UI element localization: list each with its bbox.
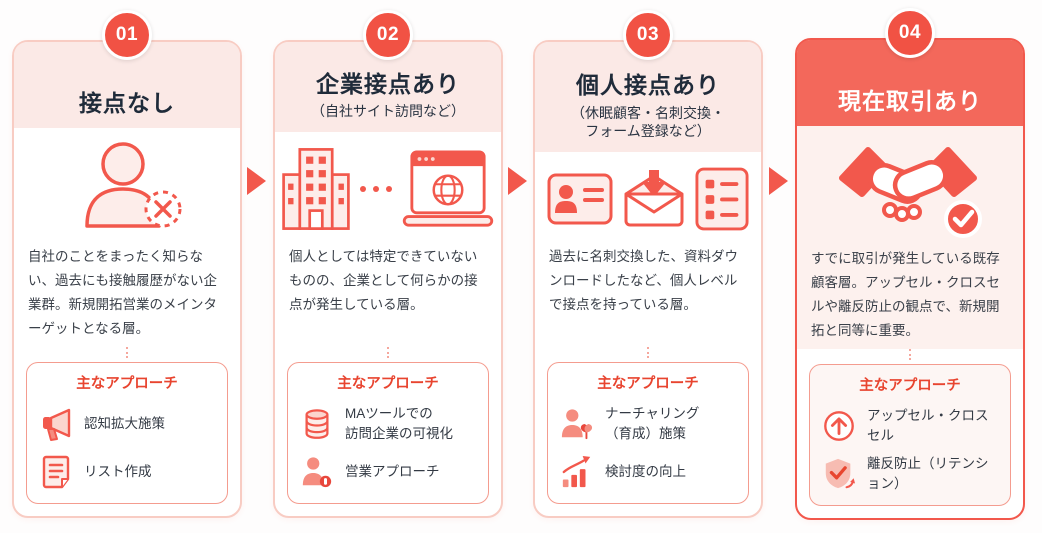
stage-number-badge: 04 xyxy=(885,8,935,58)
approach-box: 主なアプローチ 認知拡大施策 xyxy=(26,362,228,504)
browser-globe-icon xyxy=(402,149,494,227)
approach-box: 主なアプローチ MAツールでの 訪問企業の可視化 xyxy=(287,362,489,504)
card-description: 自社のことをまったく知らない、過去にも接触履歴がない企業群。新規開拓営業のメイン… xyxy=(28,249,217,337)
flow-arrow-icon xyxy=(769,167,788,195)
approach-item: 認知拡大施策 xyxy=(37,400,217,448)
stage-number-badge: 02 xyxy=(363,10,413,60)
card-illustration xyxy=(797,126,1023,247)
approach-item: ナーチャリング （育成）施策 xyxy=(558,400,738,448)
dotted-connector xyxy=(387,347,389,358)
card-title: 個人接点あり xyxy=(576,72,720,99)
flow-arrow-icon xyxy=(508,167,527,195)
card-title: 企業接点あり xyxy=(316,70,460,97)
upsell-arrow-icon xyxy=(820,408,858,444)
list-document-icon xyxy=(37,454,75,490)
card-title: 現在取引あり xyxy=(838,87,982,114)
building-icon xyxy=(282,147,350,230)
approach-box: 主なアプローチ アップセル・クロスセル xyxy=(809,364,1011,506)
approach-box-title: 主なアプローチ xyxy=(597,376,699,392)
approach-item: 離反防止（リテンション） xyxy=(820,450,1000,498)
approach-item: 検討度の向上 xyxy=(558,448,738,496)
approach-box-title: 主なアプローチ xyxy=(337,376,439,392)
approach-label: 営業アプローチ xyxy=(345,464,440,480)
handshake-icon xyxy=(839,146,982,238)
growth-chart-icon xyxy=(558,454,596,490)
shield-check-icon xyxy=(820,456,858,492)
stage-card-existing-customer: 04 現在取引あり すでに取引が発生している既存顧客層。アップセル・クロスセルや… xyxy=(795,8,1025,520)
card-subtitle: （休眠顧客・名刺交換・ フォーム登録など） xyxy=(571,104,725,139)
dotted-connector xyxy=(647,347,649,358)
dotted-connector xyxy=(909,349,911,360)
id-card-icon xyxy=(547,173,613,224)
person-x-icon xyxy=(85,141,182,228)
approach-label: アップセル・クロスセル xyxy=(867,408,989,443)
stage-card-company-contact: 02 企業接点あり （自社サイト訪問など） xyxy=(273,10,503,518)
ellipsis-icon xyxy=(360,185,392,192)
card-illustration xyxy=(275,132,501,245)
approach-label: 認知拡大施策 xyxy=(84,416,165,432)
form-checklist-icon xyxy=(695,167,749,230)
card-title: 接点なし xyxy=(79,89,175,116)
approach-item: 営業アプローチ xyxy=(298,448,478,496)
mail-download-icon xyxy=(624,169,684,226)
card-header: 個人接点あり （休眠顧客・名刺交換・ フォーム登録など） xyxy=(535,42,761,152)
card-description: 個人としては特定できていないものの、企業として何らかの接点が発生している層。 xyxy=(289,249,478,313)
stage-number-badge: 03 xyxy=(623,10,673,60)
card-illustration xyxy=(535,152,761,245)
approach-box-title: 主なアプローチ xyxy=(859,378,961,394)
sales-person-icon xyxy=(298,454,336,490)
card-description: 過去に名刺交換した、資料ダウンロードしたなど、個人レベルで接点を持っている層。 xyxy=(549,249,738,313)
approach-label: 検討度の向上 xyxy=(605,464,686,480)
approach-item: アップセル・クロスセル xyxy=(820,402,1000,450)
approach-item: MAツールでの 訪問企業の可視化 xyxy=(298,400,478,448)
database-icon xyxy=(298,406,336,442)
stage-number-badge: 01 xyxy=(102,10,152,60)
approach-item: リスト作成 xyxy=(37,448,217,496)
approach-label: 離反防止（リテンション） xyxy=(867,456,989,491)
megaphone-icon xyxy=(37,406,75,442)
stage-card-personal-contact: 03 個人接点あり （休眠顧客・名刺交換・ フォーム登録など） xyxy=(533,10,763,518)
approach-label: リスト作成 xyxy=(84,464,152,480)
approach-box: 主なアプローチ ナーチャリング （育成）施策 xyxy=(547,362,749,504)
approach-label: MAツールでの 訪問企業の可視化 xyxy=(345,406,453,441)
approach-box-title: 主なアプローチ xyxy=(76,376,178,392)
approach-label: ナーチャリング （育成）施策 xyxy=(605,406,700,441)
stage-card-no-contact: 01 接点なし 自社のことをまったく知らない、過去にも接触履歴がない企業群。新規… xyxy=(12,10,242,518)
card-subtitle: （自社サイト訪問など） xyxy=(311,102,465,119)
check-circle-icon xyxy=(944,199,982,238)
flow-arrow-icon xyxy=(247,167,266,195)
dotted-connector xyxy=(126,347,128,358)
card-illustration xyxy=(14,128,240,245)
nurturing-person-icon xyxy=(558,406,596,442)
card-description: すでに取引が発生している既存顧客層。アップセル・クロスセルや離反防止の観点で、新… xyxy=(797,247,1023,349)
